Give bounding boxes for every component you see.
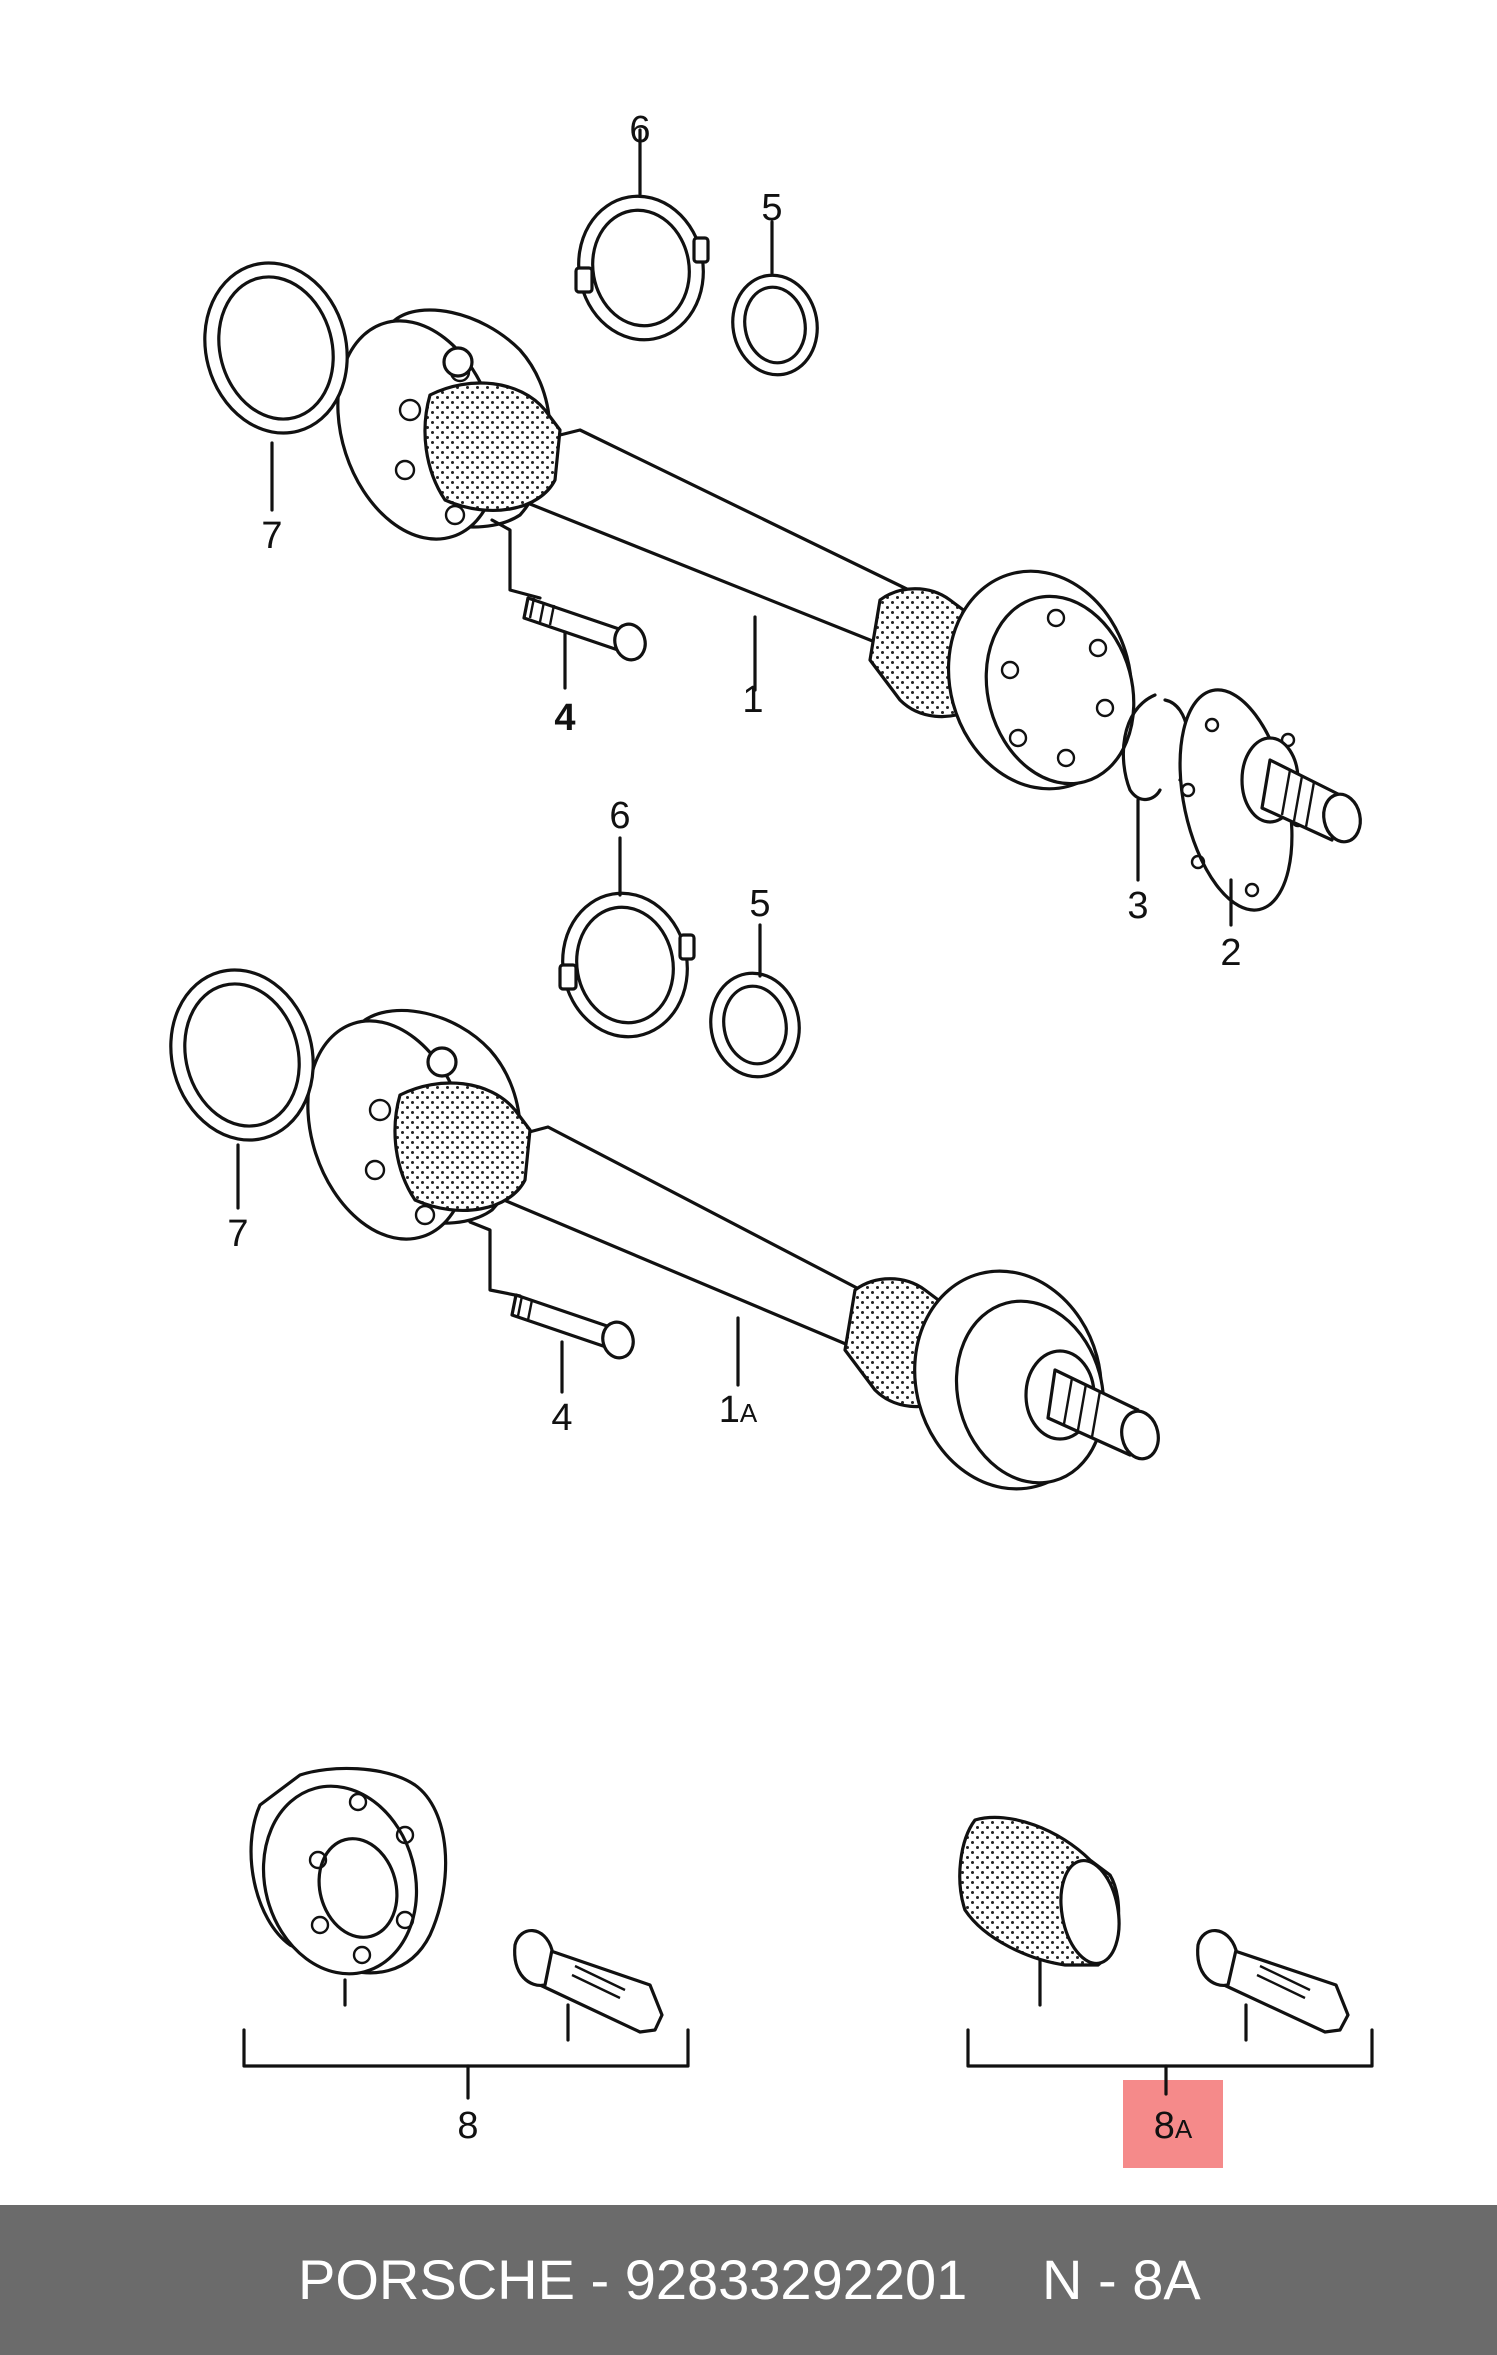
callout-8A: 8A bbox=[1154, 2105, 1193, 2147]
clamp-6-middle bbox=[558, 891, 696, 1039]
callout-1A: 1A bbox=[719, 1389, 758, 1431]
boot-8A-opening bbox=[1059, 1858, 1121, 1966]
grease-tube-8 bbox=[513, 1929, 664, 2034]
callout-2: 2 bbox=[1220, 932, 1241, 974]
part-number-caption: PORSCHE - 92833292201 bbox=[298, 2248, 968, 2311]
callout-3: 3 bbox=[1127, 885, 1148, 927]
grease-tube-8A bbox=[1196, 1929, 1350, 2034]
inner-boot-1A bbox=[393, 1081, 532, 1212]
callout-7-middle: 7 bbox=[227, 1213, 248, 1255]
kit-8A bbox=[958, 1815, 1374, 2168]
inner-boot bbox=[423, 381, 562, 512]
bolt-4-middle bbox=[510, 1293, 635, 1360]
callout-7-top: 7 bbox=[261, 515, 282, 557]
outer-joint-1A bbox=[913, 1269, 1160, 1491]
gasket-7-top bbox=[203, 261, 349, 435]
callout-5-top: 5 bbox=[761, 187, 782, 229]
drive-shaft-assembly-1 bbox=[203, 194, 1362, 912]
bolt-4-top bbox=[522, 596, 647, 662]
leader-lines-middle bbox=[236, 836, 762, 1394]
kit-8 bbox=[242, 1766, 690, 2100]
diagram-reference: N - 8A bbox=[1042, 2248, 1201, 2311]
stub-axle-2 bbox=[1178, 688, 1362, 912]
caption-bar: PORSCHE - 92833292201 N - 8A bbox=[0, 2205, 1497, 2355]
highlight-8A bbox=[1123, 2080, 1223, 2168]
clamp-5-top bbox=[731, 273, 819, 377]
callout-5-middle: 5 bbox=[749, 883, 770, 925]
callout-6-top: 6 bbox=[629, 109, 650, 151]
exploded-parts-diagram: 6 5 7 4 1 3 2 6 5 7 4 1A 8 8A bbox=[169, 109, 1374, 2168]
callout-labels: 6 5 7 4 1 3 2 6 5 7 4 1A 8 8A bbox=[227, 109, 1241, 2147]
callout-4-middle: 4 bbox=[551, 1397, 572, 1439]
clamp-5-middle bbox=[709, 971, 801, 1079]
outer-flange bbox=[946, 569, 1136, 791]
callout-6-middle: 6 bbox=[609, 795, 630, 837]
callout-1: 1 bbox=[742, 679, 763, 721]
leader-lines-top bbox=[270, 128, 1233, 927]
callout-4-top: 4 bbox=[554, 697, 575, 739]
drive-shaft-assembly-1A bbox=[169, 891, 1160, 1491]
cv-joint-8 bbox=[249, 1766, 448, 1976]
clamp-6-top bbox=[574, 194, 710, 342]
callout-8: 8 bbox=[457, 2105, 478, 2147]
gasket-7-middle bbox=[169, 968, 315, 1142]
